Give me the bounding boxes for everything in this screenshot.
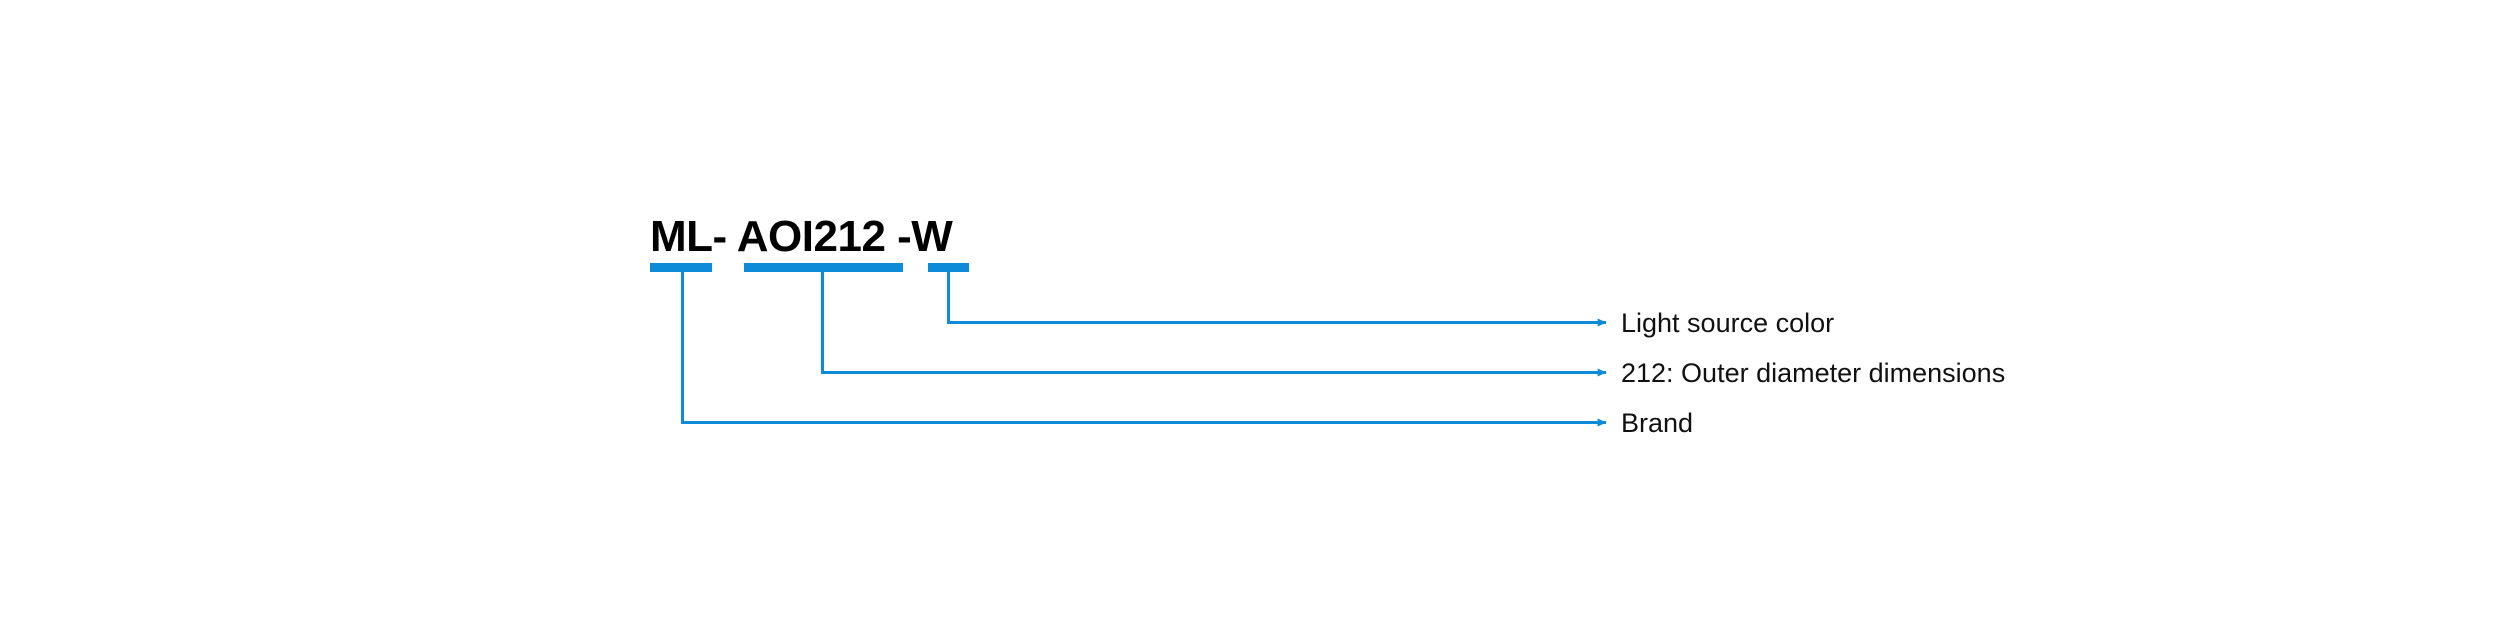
leader-line-light-source-color (947, 272, 1607, 327)
callout-label-brand: Brand (1621, 408, 1694, 438)
model-segment-spacer-2 (885, 212, 897, 261)
model-code-title: ML- AOI212 -W (650, 212, 953, 262)
model-segment-spacer-1 (727, 212, 737, 261)
callout-label-light-source-color: Light source color (1621, 308, 1835, 338)
callout-label-outer-diameter: 212: Outer diameter dimensions (1621, 358, 2006, 388)
segment-underline-brand (650, 263, 712, 272)
leader-line-brand (681, 272, 1607, 427)
leader-line-outer-diameter (821, 272, 1607, 377)
model-segment-brand: ML- (650, 212, 727, 261)
segment-underline-series (744, 263, 903, 272)
segment-underline-color-code (928, 263, 969, 272)
model-segment-series: AOI212 (736, 212, 886, 261)
model-segment-color-code: -W (897, 212, 953, 261)
